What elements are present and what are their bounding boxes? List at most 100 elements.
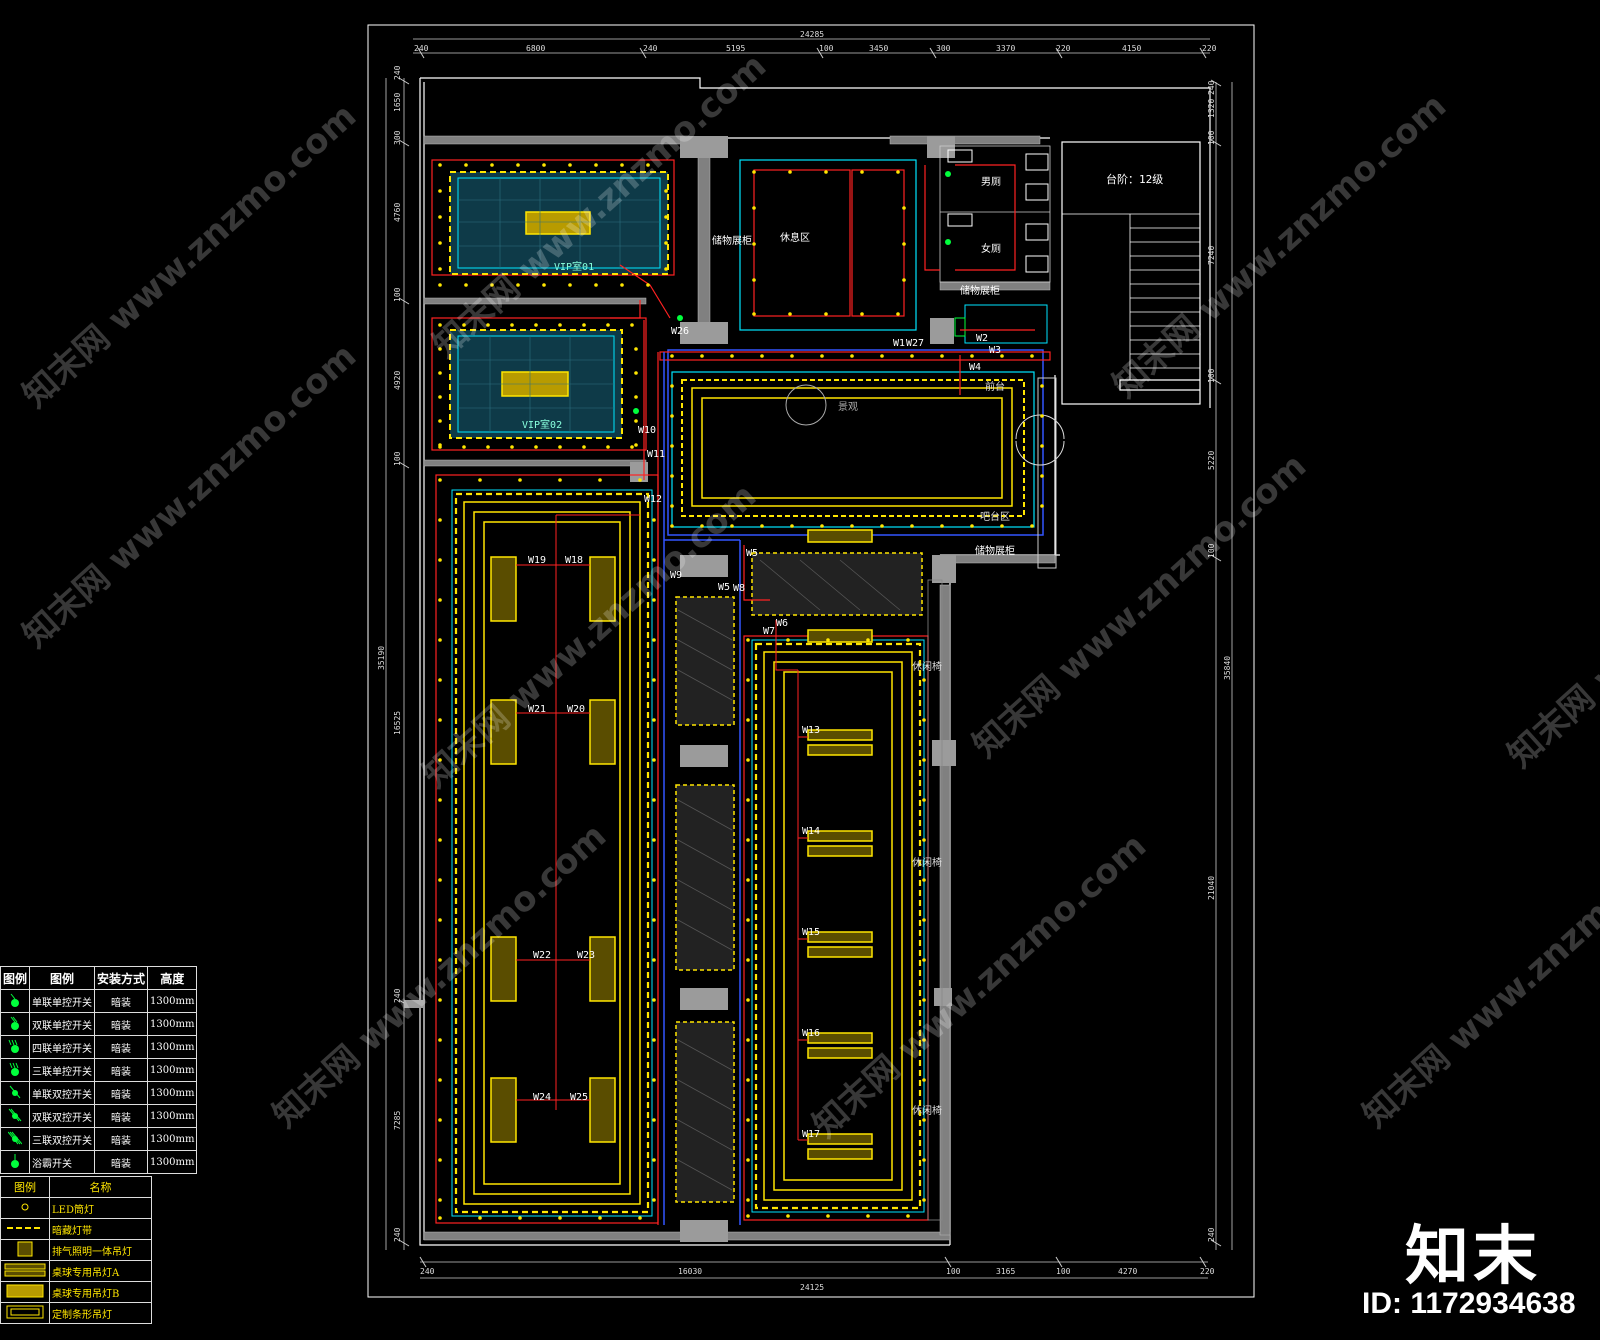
led-downlight (788, 170, 792, 174)
led-downlight (438, 419, 442, 423)
exhaust-light-icon (0, 1239, 50, 1261)
led-downlight (438, 1078, 442, 1082)
led-downlight (486, 445, 490, 449)
label-front-desk: 前台 (985, 380, 1005, 393)
label-chair3: 休闲椅 (912, 1104, 942, 1117)
led-downlight (922, 918, 926, 922)
led-downlight (670, 354, 674, 358)
switch-icon (0, 1081, 31, 1105)
led-downlight (922, 838, 926, 842)
label-chair2: 休闲椅 (912, 856, 942, 869)
dim-top-segment: 3450 (869, 44, 888, 53)
billiard-lamp-a-icon (0, 1260, 50, 1282)
led-downlight (922, 998, 926, 1002)
led-downlight (746, 1078, 750, 1082)
dim-right-segment: 1320 (1207, 99, 1216, 118)
dimension-lines (385, 38, 1233, 1279)
switch-label-w19: W19 (528, 555, 546, 566)
led-downlight (478, 478, 482, 482)
led-downlight (922, 1118, 926, 1122)
led-downlight (922, 1038, 926, 1042)
led-downlight (860, 312, 864, 316)
led-downlight (646, 163, 650, 167)
led-downlight (746, 638, 750, 642)
led-downlights (438, 163, 1044, 1220)
led-downlight (652, 1198, 656, 1202)
led-downlight (866, 1214, 870, 1218)
led-downlight (634, 443, 638, 447)
led-downlight (746, 1038, 750, 1042)
toilets (924, 145, 1051, 283)
led-downlight (462, 445, 466, 449)
led-downlight (620, 283, 624, 287)
dim-top-segment: 3370 (996, 44, 1015, 53)
led-downlight (510, 445, 514, 449)
dim-top-segment: 5195 (726, 44, 745, 53)
led-downlight (664, 189, 668, 193)
switch-label-w2: W2 (976, 333, 988, 344)
dim-left-segment: 240 (393, 1227, 402, 1242)
vip-ceiling-grid (458, 178, 660, 432)
lamp-wires-right (775, 620, 808, 1141)
led-downlight (606, 445, 610, 449)
dim-right-total: 35840 (1223, 656, 1232, 680)
led-downlight (790, 354, 794, 358)
led-downlight (700, 524, 704, 528)
led-downlight (826, 1214, 830, 1218)
led-downlight (670, 524, 674, 528)
led-downlight (652, 1038, 656, 1042)
led-downlight (652, 1118, 656, 1122)
switch-label-w26: W26 (671, 326, 689, 337)
middle-tables (675, 552, 923, 1203)
led-downlight (438, 518, 442, 522)
dim-left-segment: 7285 (393, 1111, 402, 1130)
led-downlight (746, 1214, 750, 1218)
led-downlight (664, 241, 668, 245)
drawing-frame (367, 24, 1255, 1298)
switch-icon (0, 989, 31, 1013)
led-downlight (752, 278, 756, 282)
led-downlight (582, 323, 586, 327)
room-labels: VIP室01 VIP室02 储物展柜 休息区 男厕 女厕 储物展柜 台阶：12级… (522, 172, 1163, 1117)
switch-icon (0, 1035, 31, 1059)
brand-id: ID: 1172934638 (1362, 1287, 1576, 1320)
led-downlight (438, 163, 442, 167)
led-downlight (598, 478, 602, 482)
led-downlight (634, 395, 638, 399)
led-downlight (906, 638, 910, 642)
dim-left-segment: 240 (393, 65, 402, 80)
columns (404, 136, 956, 1242)
led-downlight (598, 1216, 602, 1220)
led-downlight (746, 718, 750, 722)
led-downlight (670, 414, 674, 418)
led-downlight (670, 474, 674, 478)
dim-top-segment: 6800 (526, 44, 545, 53)
led-downlight (746, 958, 750, 962)
led-downlight (438, 283, 442, 287)
dim-bottom-segment: 220 (1200, 1267, 1215, 1276)
stairs (1062, 213, 1200, 380)
bar-area (659, 349, 1051, 536)
led-downlight (1040, 444, 1044, 448)
scenery-logo (785, 384, 827, 426)
led-downlight (922, 678, 926, 682)
led-downlight (1030, 354, 1034, 358)
led-downlight (760, 524, 764, 528)
door-jamb (1037, 377, 1057, 569)
led-downlight (652, 758, 656, 762)
led-downlight (652, 798, 656, 802)
led-downlight (746, 798, 750, 802)
led-downlight (860, 170, 864, 174)
dim-left-segment: 300 (393, 130, 402, 145)
led-downlight (652, 1158, 656, 1162)
led-downlight (438, 1118, 442, 1122)
dim-top-segment: 4150 (1122, 44, 1141, 53)
led-downlight (438, 718, 442, 722)
brand-logo: 知末 (1405, 1220, 1541, 1294)
legend-lights: 图例 名称 LED筒灯 暗藏灯带 排气照明一体吊灯 桌球专用吊灯A 桌球专用吊灯… (0, 1176, 152, 1324)
